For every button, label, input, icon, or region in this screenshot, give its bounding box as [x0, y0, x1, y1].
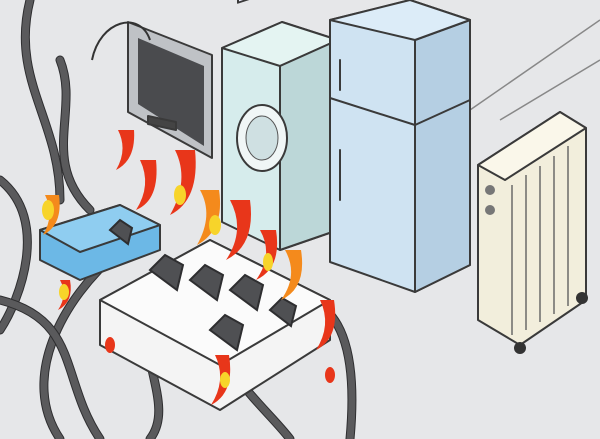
- plugs: [108, 218, 298, 352]
- washing-machine: [221, 0, 339, 251]
- oil-radiator-heater: [477, 111, 588, 354]
- blue-power-strip: [39, 204, 161, 281]
- television: [127, 21, 213, 159]
- refrigerator: [329, 0, 471, 293]
- wall-floor-line: [469, 19, 600, 121]
- fire-flames: [42, 130, 336, 405]
